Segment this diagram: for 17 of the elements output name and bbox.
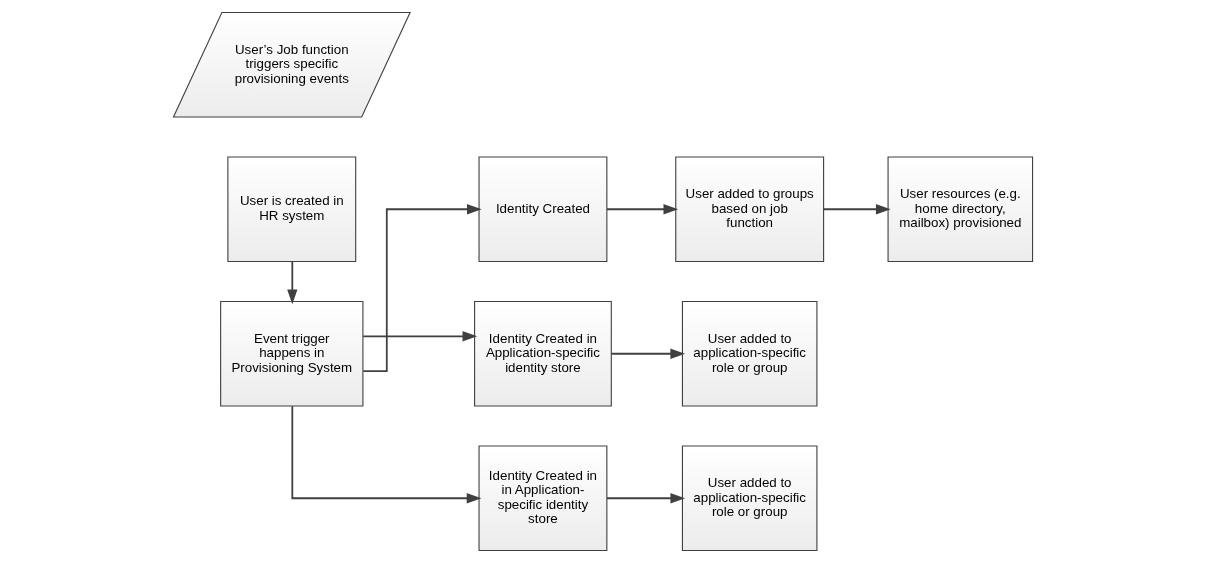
arrow: [606, 493, 686, 504]
arrow: [287, 260, 298, 305]
node-box: Identity Created: [478, 156, 608, 263]
arrow: [610, 348, 686, 359]
arrow: [291, 405, 482, 504]
arrow: [606, 204, 679, 215]
arrow: [362, 331, 478, 342]
node-box: User added to application-specific role or group: [681, 300, 818, 407]
node-box: User is created in HR system: [227, 156, 357, 263]
node-box: User added to groups based on job function: [675, 156, 825, 263]
node-box: Identity Created in in Application-specific identity store: [478, 445, 608, 552]
node-box: Identity Created in Application-specific identity store: [474, 300, 612, 407]
arrow: [362, 204, 482, 373]
node-box: User resources (e.g. home directory, mailbox) provisioned: [887, 156, 1034, 263]
node-box: User added to application-specific role or group: [681, 445, 818, 552]
node-box: Event trigger happens in Provisioning System: [220, 300, 364, 407]
arrow: [822, 204, 891, 215]
